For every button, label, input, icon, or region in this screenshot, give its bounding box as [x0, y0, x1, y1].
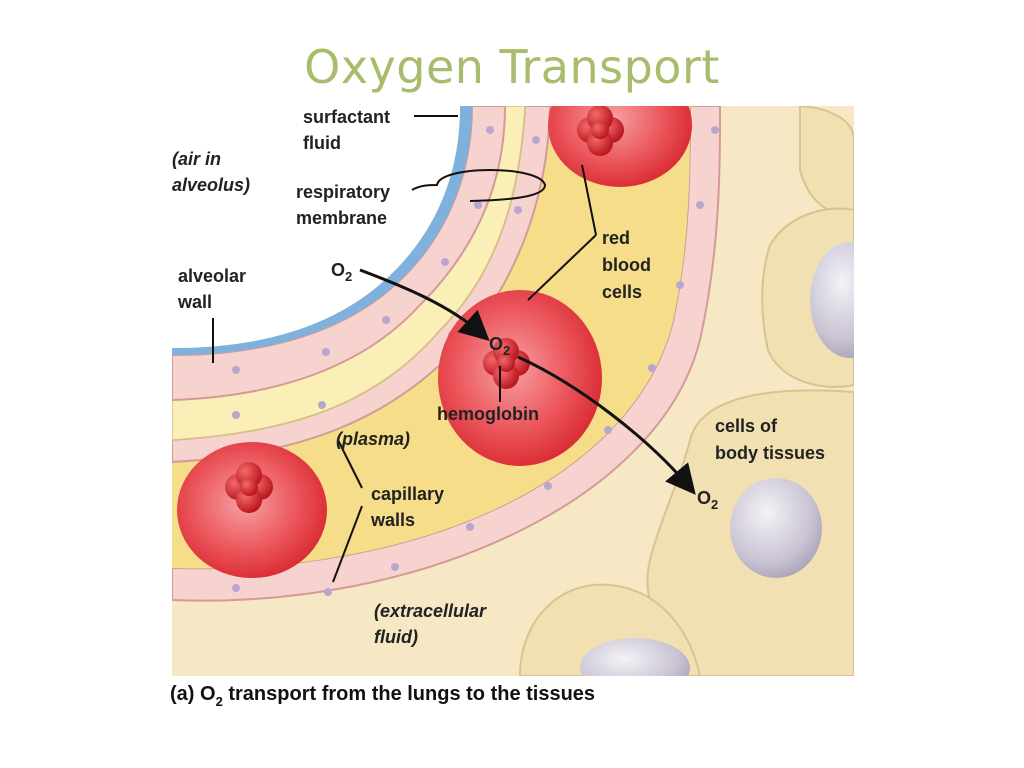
diagram-panel: [172, 106, 854, 676]
o2-diffusion-arrow: [359, 268, 490, 342]
label-cells-of-body-tissues: cells of body tissues: [715, 416, 825, 463]
cell-nucleus: [730, 478, 822, 578]
red-blood-cell: [438, 290, 602, 466]
label-surfactant-fluid: surfactant fluid: [303, 107, 395, 153]
o2-label-tissue: O2: [697, 488, 718, 512]
label-extracellular-fluid: (extracellular fluid): [374, 601, 491, 647]
slide-title: Oxygen Transport: [304, 40, 720, 94]
label-capillary-walls: capillary walls: [370, 484, 449, 530]
hemoglobin-molecule: [225, 462, 273, 513]
o2-diffusion-arrow: [517, 355, 696, 495]
label-hemoglobin: hemoglobin: [437, 404, 539, 424]
cell-nucleus: [810, 242, 854, 358]
o2-label-alveolus: O2: [331, 260, 352, 284]
label-alveolar-wall: alveolar wall: [177, 266, 251, 312]
label-plasma: (plasma): [336, 429, 410, 449]
figure-caption: (a) O2 transport from the lungs to the t…: [170, 683, 595, 709]
body-tissue-cells: [518, 106, 854, 676]
hemoglobin-molecule: [577, 106, 624, 156]
label-red-blood-cells: red blood cells: [602, 228, 656, 302]
cell-nucleus: [580, 638, 690, 676]
leader-lines: [212, 115, 597, 583]
label-air-in-alveolus: (air in alveolus): [172, 149, 250, 195]
label-respiratory-membrane: respiratory membrane: [296, 182, 395, 228]
alveolus-air: [172, 106, 460, 348]
o2-label-hemoglobin: O2: [489, 334, 510, 358]
